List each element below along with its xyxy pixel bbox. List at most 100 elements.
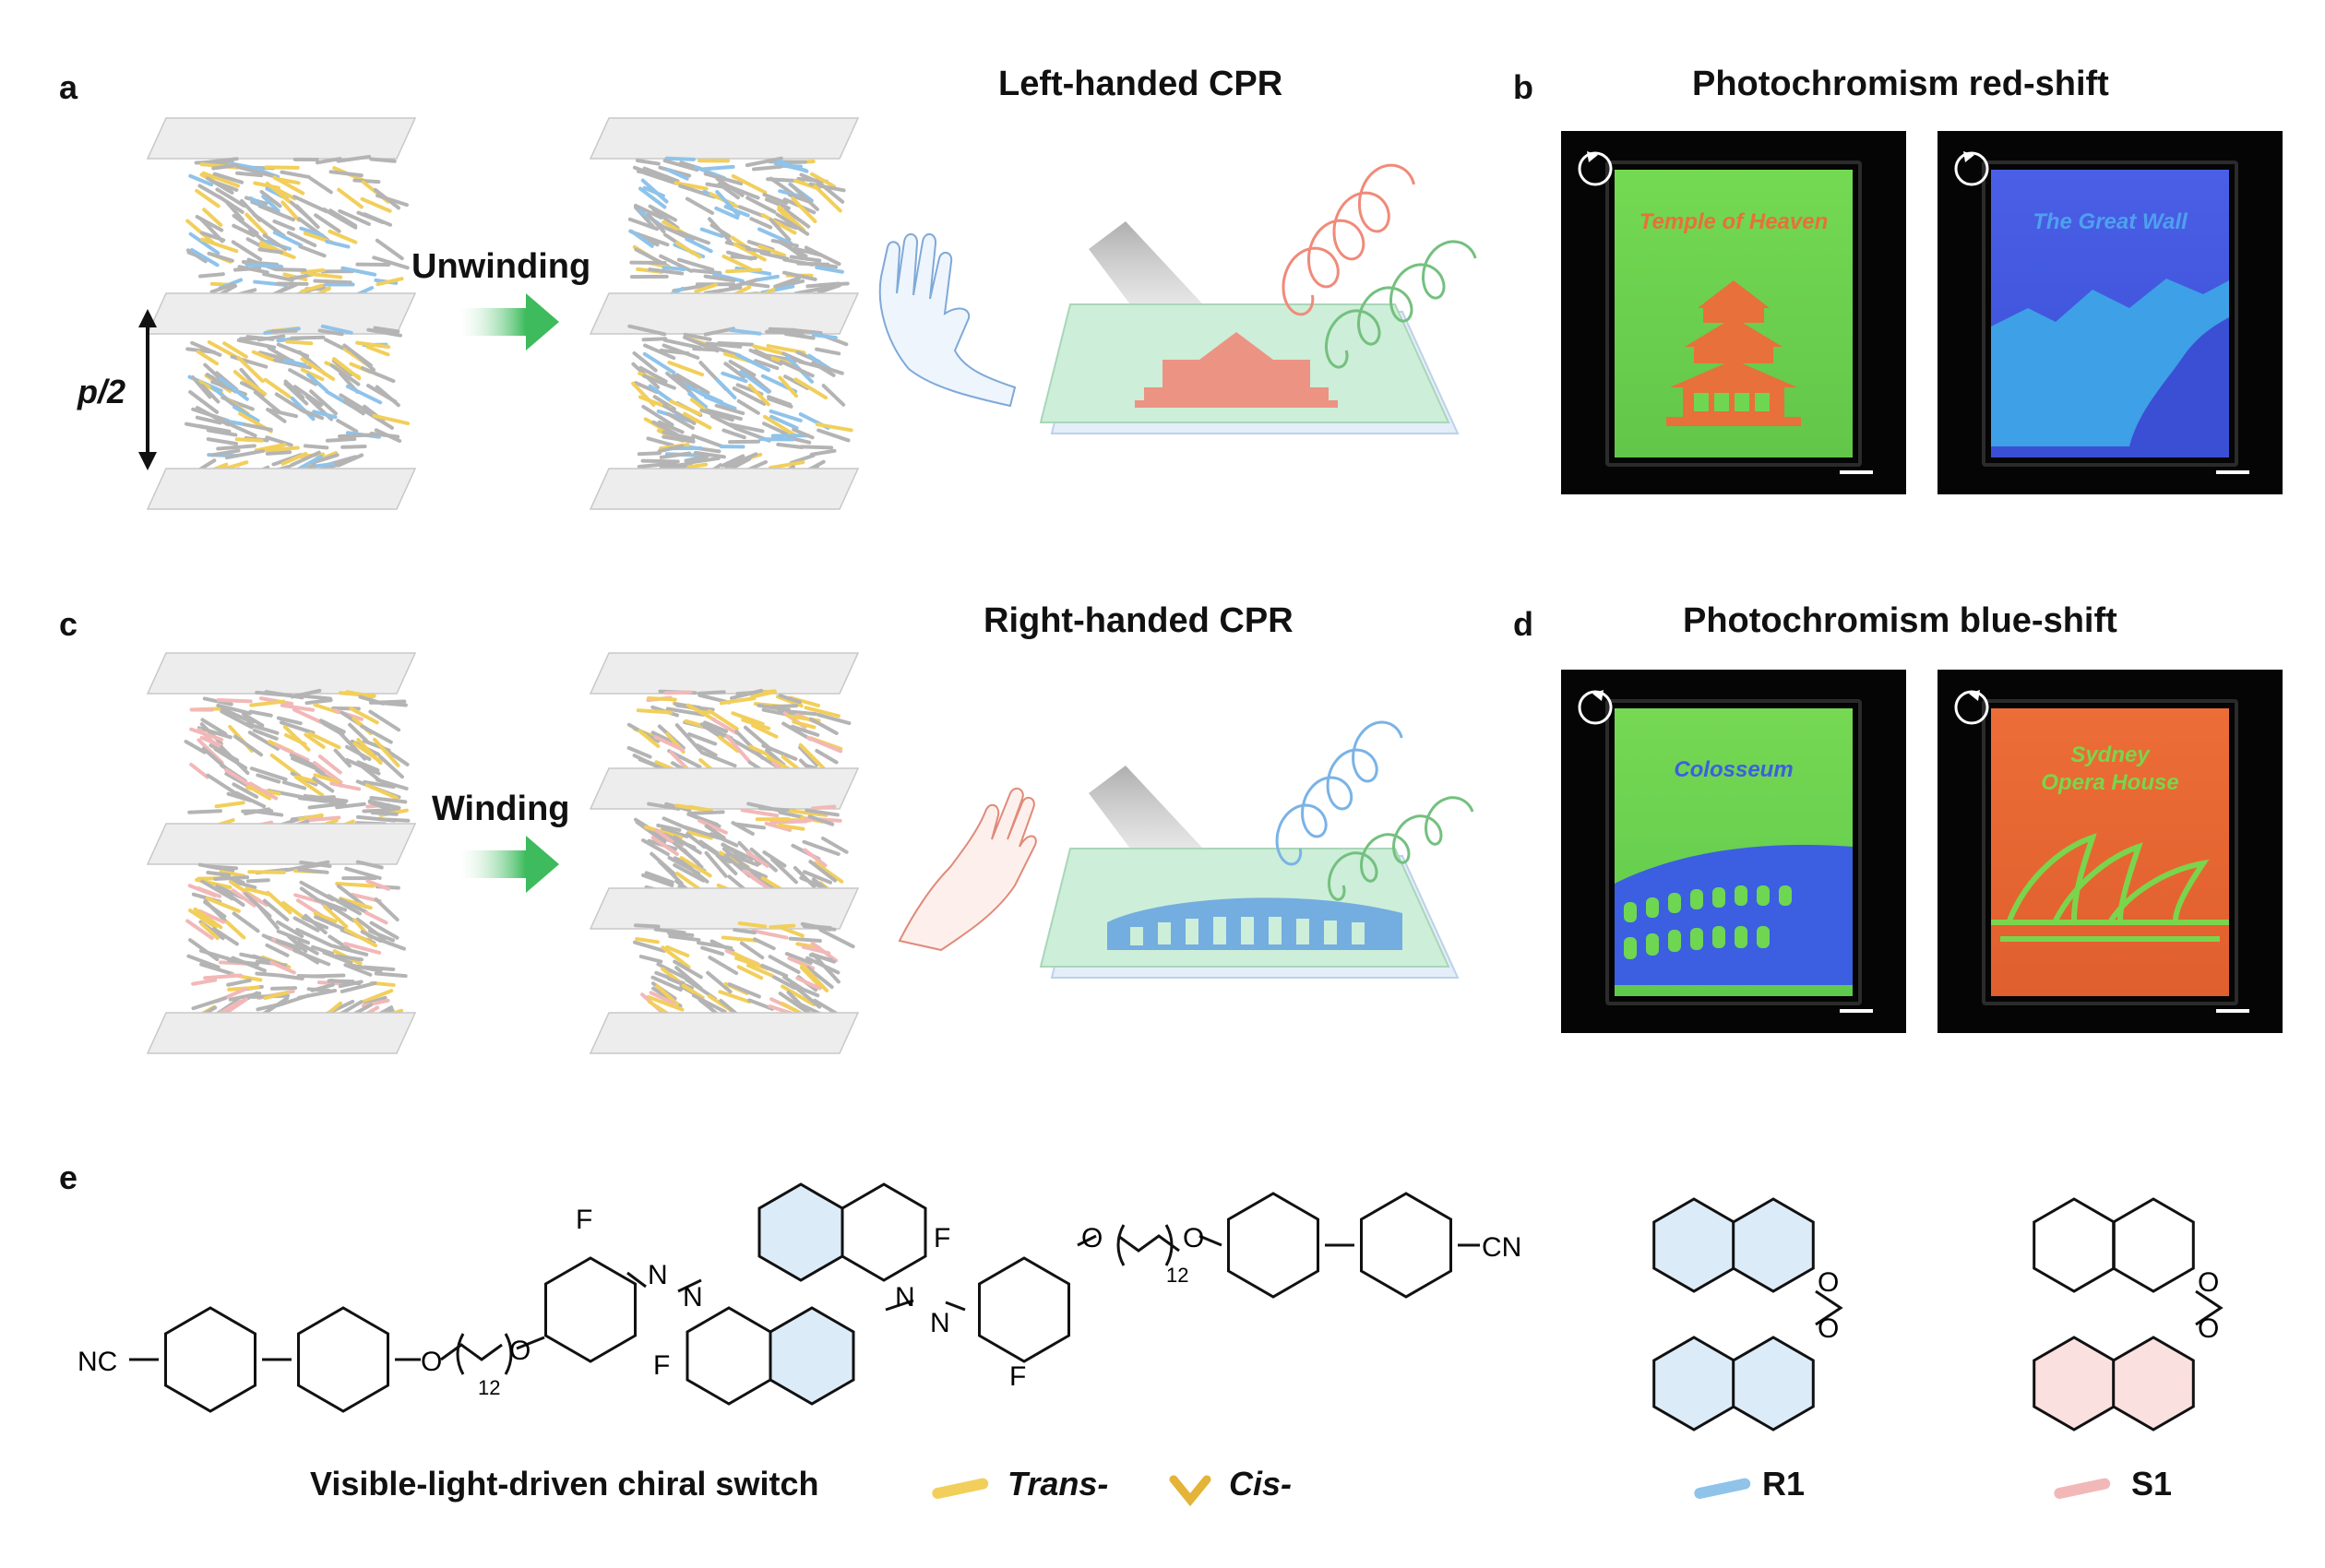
photo-caption-sydney-line1: Sydney <box>2070 742 2150 767</box>
scale-bar <box>2216 1009 2249 1013</box>
stack-c-right-plate-1 <box>589 652 860 695</box>
scale-bar <box>2216 470 2249 474</box>
stack-a-left-rods-lower <box>185 324 411 482</box>
legend-s1: S1 <box>2131 1465 2173 1503</box>
stack-a-left-plate-bottom <box>146 468 417 510</box>
ring-s1-3 <box>2033 1336 2116 1431</box>
chem-12-left: 12 <box>478 1376 500 1399</box>
stack-c-left-plate-bottom <box>146 1012 417 1054</box>
stack-a-right-rods-lower <box>627 324 853 482</box>
chemical-structures: NC CN O O 12 O O 12 F F F F N N N N O O … <box>78 1182 2224 1431</box>
heading-right-handed-cpr: Right-handed CPR <box>984 601 1294 640</box>
stack-c-right-plate-4 <box>589 1012 860 1054</box>
ring-r1-3 <box>1652 1336 1735 1431</box>
heading-left-handed-cpr: Left-handed CPR <box>998 65 1283 103</box>
panel-letter-c: c <box>59 605 78 643</box>
unwinding-arrow-icon <box>459 293 559 350</box>
ring-r1-4 <box>1732 1336 1815 1431</box>
stack-a-left-rods-upper <box>185 154 410 306</box>
legend-cis: Cis- <box>1229 1465 1293 1503</box>
panel-letter-b: b <box>1513 68 1533 106</box>
opera-house-icon <box>1991 833 2229 942</box>
ring-naphthyl-bottom-1 <box>686 1306 772 1406</box>
film-bottom <box>1039 848 1460 979</box>
chem-12-right: 12 <box>1166 1264 1188 1287</box>
photo-colosseum: Colosseum <box>1561 670 1906 1033</box>
stack-a-right-plate-top <box>589 117 860 160</box>
ring-biphenyl-left-2 <box>297 1306 389 1413</box>
panel-letter-d: d <box>1513 605 1533 643</box>
photo-caption-great-wall: The Great Wall <box>2033 209 2188 234</box>
chem-o-4: O <box>1183 1223 1204 1253</box>
stack-c-right-rods-3 <box>632 921 855 1021</box>
chem-f-4: F <box>1009 1361 1026 1392</box>
unwinding-label: Unwinding <box>411 247 591 286</box>
legend-rods <box>932 1475 2111 1507</box>
chem-o-s1a: O <box>2198 1267 2219 1298</box>
chem-f-2: F <box>653 1350 670 1381</box>
film-top <box>1039 303 1460 434</box>
helix-schematic <box>138 117 1477 1054</box>
ring-s1-2 <box>2112 1197 2195 1293</box>
scale-bar <box>1840 1009 1873 1013</box>
ring-r1-2 <box>1732 1197 1815 1293</box>
legend-switch: Visible-light-driven chiral switch <box>310 1465 819 1503</box>
chem-o-3: O <box>1081 1223 1103 1253</box>
cis-rod-icon <box>1169 1475 1211 1507</box>
chem-n-1: N <box>648 1260 668 1290</box>
circular-polarization-icon <box>1578 151 1613 186</box>
helix-green-top <box>1325 240 1477 369</box>
hand-icon-red <box>898 787 1037 952</box>
chem-n-4: N <box>930 1308 950 1338</box>
panel-letter-e: e <box>59 1158 78 1196</box>
helix-red <box>1282 163 1415 316</box>
colosseum-icon <box>1615 845 1853 985</box>
heading-blue-shift: Photochromism blue-shift <box>1683 601 2117 640</box>
legend-trans: Trans- <box>1008 1465 1109 1503</box>
winding-label: Winding <box>432 790 570 828</box>
stack-c-right-plate-3 <box>589 887 860 930</box>
chem-o-s1b: O <box>2198 1313 2219 1344</box>
chem-f-1: F <box>576 1205 592 1235</box>
r1-rod-icon <box>1694 1478 1751 1500</box>
ring-biphenyl-right-2 <box>1360 1192 1452 1299</box>
ring-s1-4 <box>2112 1336 2195 1431</box>
photo-great-wall: The Great Wall <box>1938 131 2283 494</box>
stack-c-left-plate-top <box>146 652 417 695</box>
cholesteric-stacks <box>146 117 860 1054</box>
chem-n-3: N <box>895 1282 915 1313</box>
ring-naphthyl-top-1 <box>757 1182 844 1282</box>
pitch-arrow <box>138 309 157 470</box>
panel-letter-a: a <box>59 68 78 106</box>
ring-difluoro-right <box>978 1256 1070 1363</box>
temple-icon <box>1666 280 1801 426</box>
chem-o-r1b: O <box>1818 1313 1839 1344</box>
stack-a-right-plate-mid <box>589 292 860 335</box>
circular-polarization-icon <box>1954 690 1989 725</box>
stack-a-right-rods-upper <box>627 156 850 304</box>
chem-nc: NC <box>78 1347 117 1377</box>
stack-c-left-rods-lower <box>185 860 408 1028</box>
trans-rod-icon <box>932 1478 989 1500</box>
ring-s1-1 <box>2033 1197 2116 1293</box>
s1-rod-icon <box>2054 1478 2111 1500</box>
ring-naphthyl-bottom-2 <box>769 1306 855 1406</box>
helices <box>1275 163 1477 901</box>
heading-red-shift: Photochromism red-shift <box>1692 65 2109 103</box>
circular-polarization-icon <box>1954 151 1989 186</box>
legend-r1: R1 <box>1762 1465 1806 1503</box>
chem-n-2: N <box>683 1282 703 1313</box>
great-wall-icon <box>1991 279 2229 446</box>
ring-difluoro-left <box>544 1256 637 1363</box>
ring-biphenyl-left-1 <box>164 1306 256 1413</box>
scale-bar <box>1840 470 1873 474</box>
pitch-label: p/2 <box>78 373 126 410</box>
circular-polarization-icon <box>1578 690 1613 725</box>
chem-o-r1a: O <box>1818 1267 1839 1298</box>
stack-c-left-plate-mid <box>146 823 417 865</box>
stack-c-left-rods-upper <box>184 688 414 841</box>
helix-blue <box>1275 720 1403 866</box>
photo-temple-of-heaven: Temple of Heaven <box>1561 131 1906 494</box>
helix-green-bottom <box>1327 796 1474 901</box>
stack-a-right-plate-bottom <box>589 468 860 510</box>
